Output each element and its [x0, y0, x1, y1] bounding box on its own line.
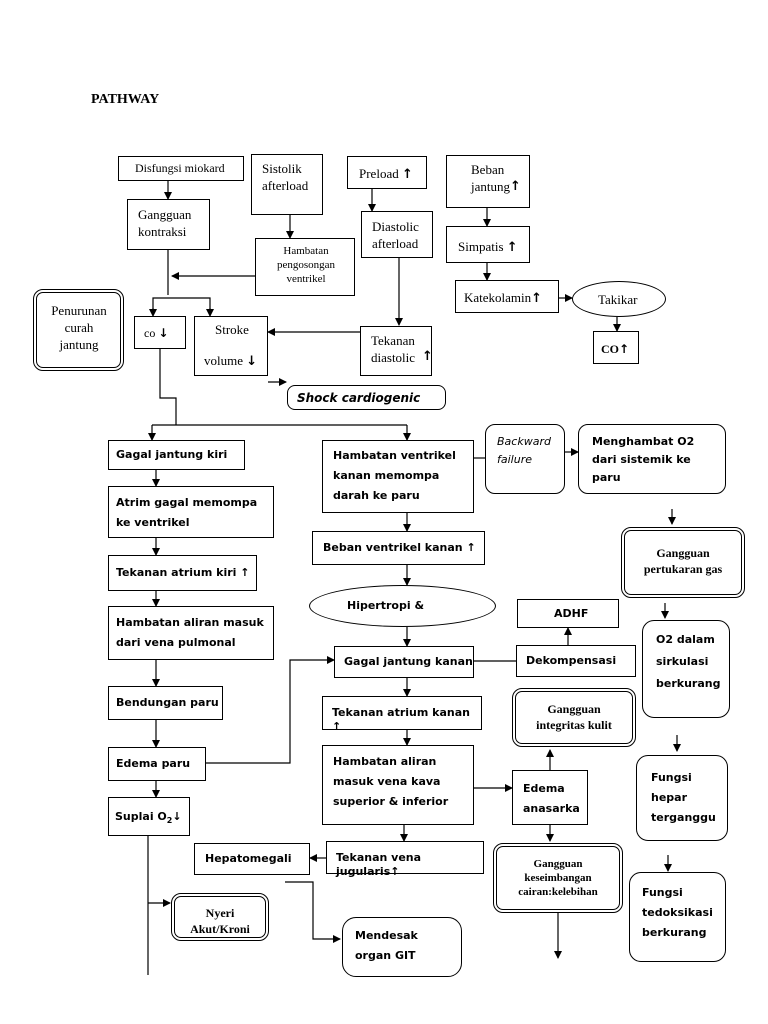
node-hambatan-ventrikel-kanan: Hambatan ventrikel kanan memompa darah k…: [322, 440, 474, 513]
node-stroke-volume: Stroke volume ↓: [194, 316, 268, 376]
node-tekanan-diastolic: Tekanan diastolic ↑: [360, 326, 433, 376]
node-atrium-gagal: Atrim gagal memompa ke ventrikel: [108, 486, 274, 538]
arrow-down-icon: ↓: [158, 326, 169, 340]
arrow-up-icon: ↑: [531, 291, 543, 306]
node-co: co ↓: [134, 316, 186, 349]
node-gangguan-integritas-kulit: Gangguan integritas kulit: [512, 688, 636, 747]
preload-label: Preload ↑: [359, 166, 413, 182]
arrow-up-icon: ↑: [240, 566, 250, 579]
arrow-down-icon: ↓: [172, 810, 182, 823]
stroke-label: Stroke: [215, 322, 249, 337]
node-takikar: Takikar: [572, 281, 666, 317]
page-title: PATHWAY: [91, 92, 160, 107]
node-gangguan-pertukaran-gas: Gangguan pertukaran gas: [621, 527, 745, 598]
katekolamin-label: Katekolamin↑: [464, 290, 543, 306]
arrow-up-icon: ↑: [510, 179, 521, 194]
arrow-up-icon: ↑: [422, 349, 433, 364]
node-diastolic-afterload: Diastolic afterload: [361, 211, 433, 258]
node-sistolik-afterload: Sistolik afterload: [251, 154, 323, 215]
node-hepatomegali: Hepatomegali: [194, 843, 310, 875]
simpatis-label: Simpatis ↑: [458, 239, 518, 255]
volume-label: volume ↓: [204, 353, 258, 369]
suplai-label: Suplai O2↓: [115, 810, 182, 826]
tekanan-vena-label: Tekanan vena jugularis↑: [336, 851, 422, 878]
co-up-label: CO↑: [601, 342, 630, 356]
arrow-up-icon: ↑: [466, 541, 476, 554]
tekanan-atrium-kanan-label: Tekanan atrium kanan ↑: [332, 706, 470, 733]
node-beban-jantung: Beban jantung ↑: [446, 155, 530, 208]
node-gangguan-kontraksi: Gangguan kontraksi: [127, 199, 210, 250]
node-edema-anasarka: Edema anasarka: [512, 770, 588, 825]
node-penurunan-curah-jantung: Penurunan curah jantung: [33, 289, 124, 371]
node-tekanan-atrium-kiri: Tekanan atrium kiri ↑: [108, 555, 257, 591]
node-mendesak-organ: Mendesak organ GIT: [342, 917, 462, 977]
node-edema-paru: Edema paru: [108, 747, 206, 781]
co-label: co ↓: [144, 326, 169, 340]
tekanan-diastolic-label: Tekanan diastolic: [371, 333, 416, 365]
beban-label: Beban jantung: [471, 162, 510, 194]
node-menghambat-o2: Menghambat O2 dari sistemik ke paru: [578, 424, 726, 494]
edge-hepato-mendesak: [285, 881, 341, 943]
node-gagal-jantung-kiri: Gagal jantung kiri: [108, 440, 245, 470]
node-preload: Preload ↑: [347, 156, 427, 189]
node-gagal-jantung-kanan: Gagal jantung kanan: [334, 646, 474, 678]
node-hambatan-vena-kava: Hambatan aliran masuk vena kava superior…: [322, 745, 474, 825]
node-hambatan-aliran-masuk: Hambatan aliran masuk dari vena pulmonal: [108, 606, 274, 660]
node-backward-failure: Backward failure: [485, 424, 565, 494]
node-nyeri: Nyeri Akut/Kroni: [171, 893, 269, 941]
arrow-up-icon: ↑: [401, 167, 413, 182]
node-dekompensasi: Dekompensasi: [516, 645, 636, 677]
tekanan-atrium-kiri-label: Tekanan atrium kiri ↑: [116, 566, 250, 579]
node-fungsi-hepar: Fungsi hepar terganggu: [636, 755, 728, 841]
node-gangguan-keseimbangan: Gangguan keseimbangan cairan:kelebihan: [493, 843, 623, 913]
node-hambatan-pengosongan: Hambatan pengosongan ventrikel: [255, 238, 355, 296]
node-tekanan-atrium-kanan: Tekanan atrium kanan ↑: [322, 696, 482, 733]
node-suplai-o2: Suplai O2↓: [108, 797, 190, 836]
node-disfungsi-miokard: Disfungsi miokard: [118, 156, 244, 181]
arrow-up-icon: ↑: [332, 720, 342, 733]
arrow-down-icon: ↓: [246, 354, 258, 369]
node-hipertropi: Hipertropi &: [309, 585, 496, 627]
node-co-up: CO↑: [593, 331, 639, 364]
node-adhf: ADHF: [517, 599, 619, 628]
edge-edema-gagal-kanan: [206, 656, 335, 764]
beban-ventrikel-label: Beban ventrikel kanan ↑: [323, 541, 476, 554]
edge-co-down: [159, 349, 177, 425]
node-beban-ventrikel-kanan: Beban ventrikel kanan ↑: [312, 531, 485, 565]
arrow-up-icon: ↑: [506, 240, 518, 255]
node-o2-dalam-sirkulasi: O2 dalam sirkulasi berkurang: [642, 620, 730, 718]
node-katekolamin: Katekolamin↑: [455, 280, 559, 313]
node-fungsi-detoksikasi: Fungsi tedoksikasi berkurang: [629, 872, 726, 962]
edge-split: [152, 297, 211, 314]
node-shock-cardiogenic: Shock cardiogenic: [287, 385, 446, 410]
arrow-up-icon: ↑: [390, 865, 400, 878]
node-bendungan-paru: Bendungan paru: [108, 686, 223, 720]
node-simpatis: Simpatis ↑: [446, 226, 530, 263]
arrow-up-icon: ↑: [619, 342, 630, 356]
node-tekanan-vena-jugularis: Tekanan vena jugularis↑: [326, 841, 484, 878]
